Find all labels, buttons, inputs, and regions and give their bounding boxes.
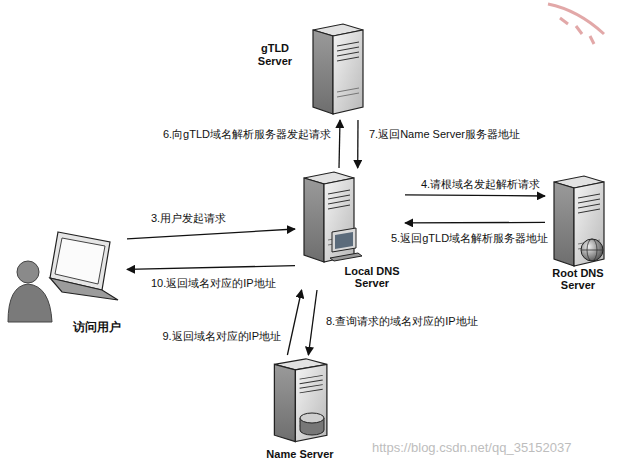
arrow-connector: [339, 120, 340, 168]
laptop-icon: [50, 232, 118, 300]
stamp-mark: [548, 4, 604, 44]
person-icon: [8, 261, 52, 322]
arrow-connector: [287, 290, 301, 355]
node-label: gTLD Server: [250, 42, 300, 67]
node-label: Root DNS Server: [546, 267, 610, 292]
disk-icon: [300, 413, 324, 435]
node-label: Name Server: [259, 448, 341, 461]
name-server: Name Server: [258, 355, 342, 461]
node-label: Local DNS Server: [339, 265, 405, 290]
server-icon: [274, 359, 327, 442]
arrow-connector: [127, 266, 295, 270]
user-client: 访问用户: [5, 222, 127, 335]
edge-label: 4.请根域名发起解析请求: [420, 178, 541, 191]
edge-label: 7.返回Name Server服务器地址: [368, 128, 521, 141]
gtld-server: gTLD Server: [250, 20, 370, 120]
monitor-icon: [330, 228, 362, 261]
edge-label: 3.用户发起请求: [150, 212, 227, 225]
edge-label: 10.返回域名对应的IP地址: [150, 277, 277, 290]
arrow-connector: [405, 195, 545, 196]
server-icon: [313, 24, 363, 114]
globe-icon: [581, 239, 603, 261]
local-dns-server: Local DNS Server: [295, 168, 405, 290]
arrow-connector: [308, 290, 317, 355]
edge-label: 6.向gTLD域名解析服务器发起请求: [162, 128, 332, 141]
arrow-connector: [405, 222, 545, 224]
arrow-connector: [357, 120, 359, 168]
watermark: https://blog.csdn.net/qq_35152037: [372, 440, 572, 455]
edge-label: 9.返回域名对应的IP地址: [161, 330, 282, 343]
edge-label: 8.查询请求的域名对应的IP地址: [325, 315, 479, 328]
edge-label: 5.返回gTLD域名解析服务器地址: [390, 232, 549, 245]
node-label: 访问用户: [67, 321, 127, 335]
arrow-connector: [127, 229, 295, 239]
server-icon: [554, 176, 604, 266]
root-dns-server: Root DNS Server: [545, 172, 611, 292]
